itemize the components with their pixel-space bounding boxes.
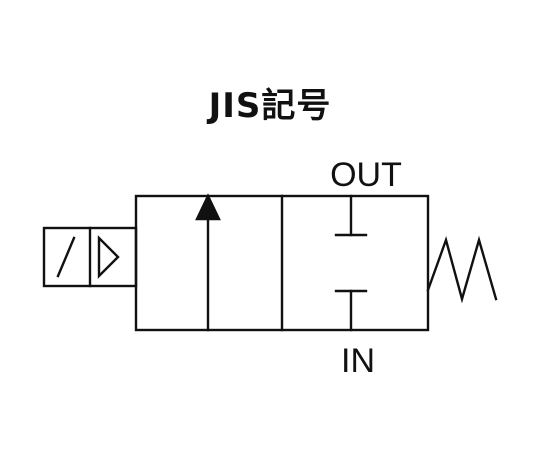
in-port-label: IN bbox=[341, 342, 375, 380]
valve-body bbox=[134, 194, 430, 332]
spring-return bbox=[426, 235, 498, 304]
solenoid-slash bbox=[56, 236, 76, 278]
solenoid-triangle bbox=[97, 235, 120, 279]
position-open bbox=[195, 193, 221, 332]
position-closed bbox=[334, 194, 368, 332]
out-port-label: OUT bbox=[330, 156, 402, 194]
flow-arrow-head bbox=[195, 193, 221, 221]
diagram-title: JIS記号 bbox=[208, 86, 332, 126]
solenoid-operator bbox=[42, 226, 138, 288]
